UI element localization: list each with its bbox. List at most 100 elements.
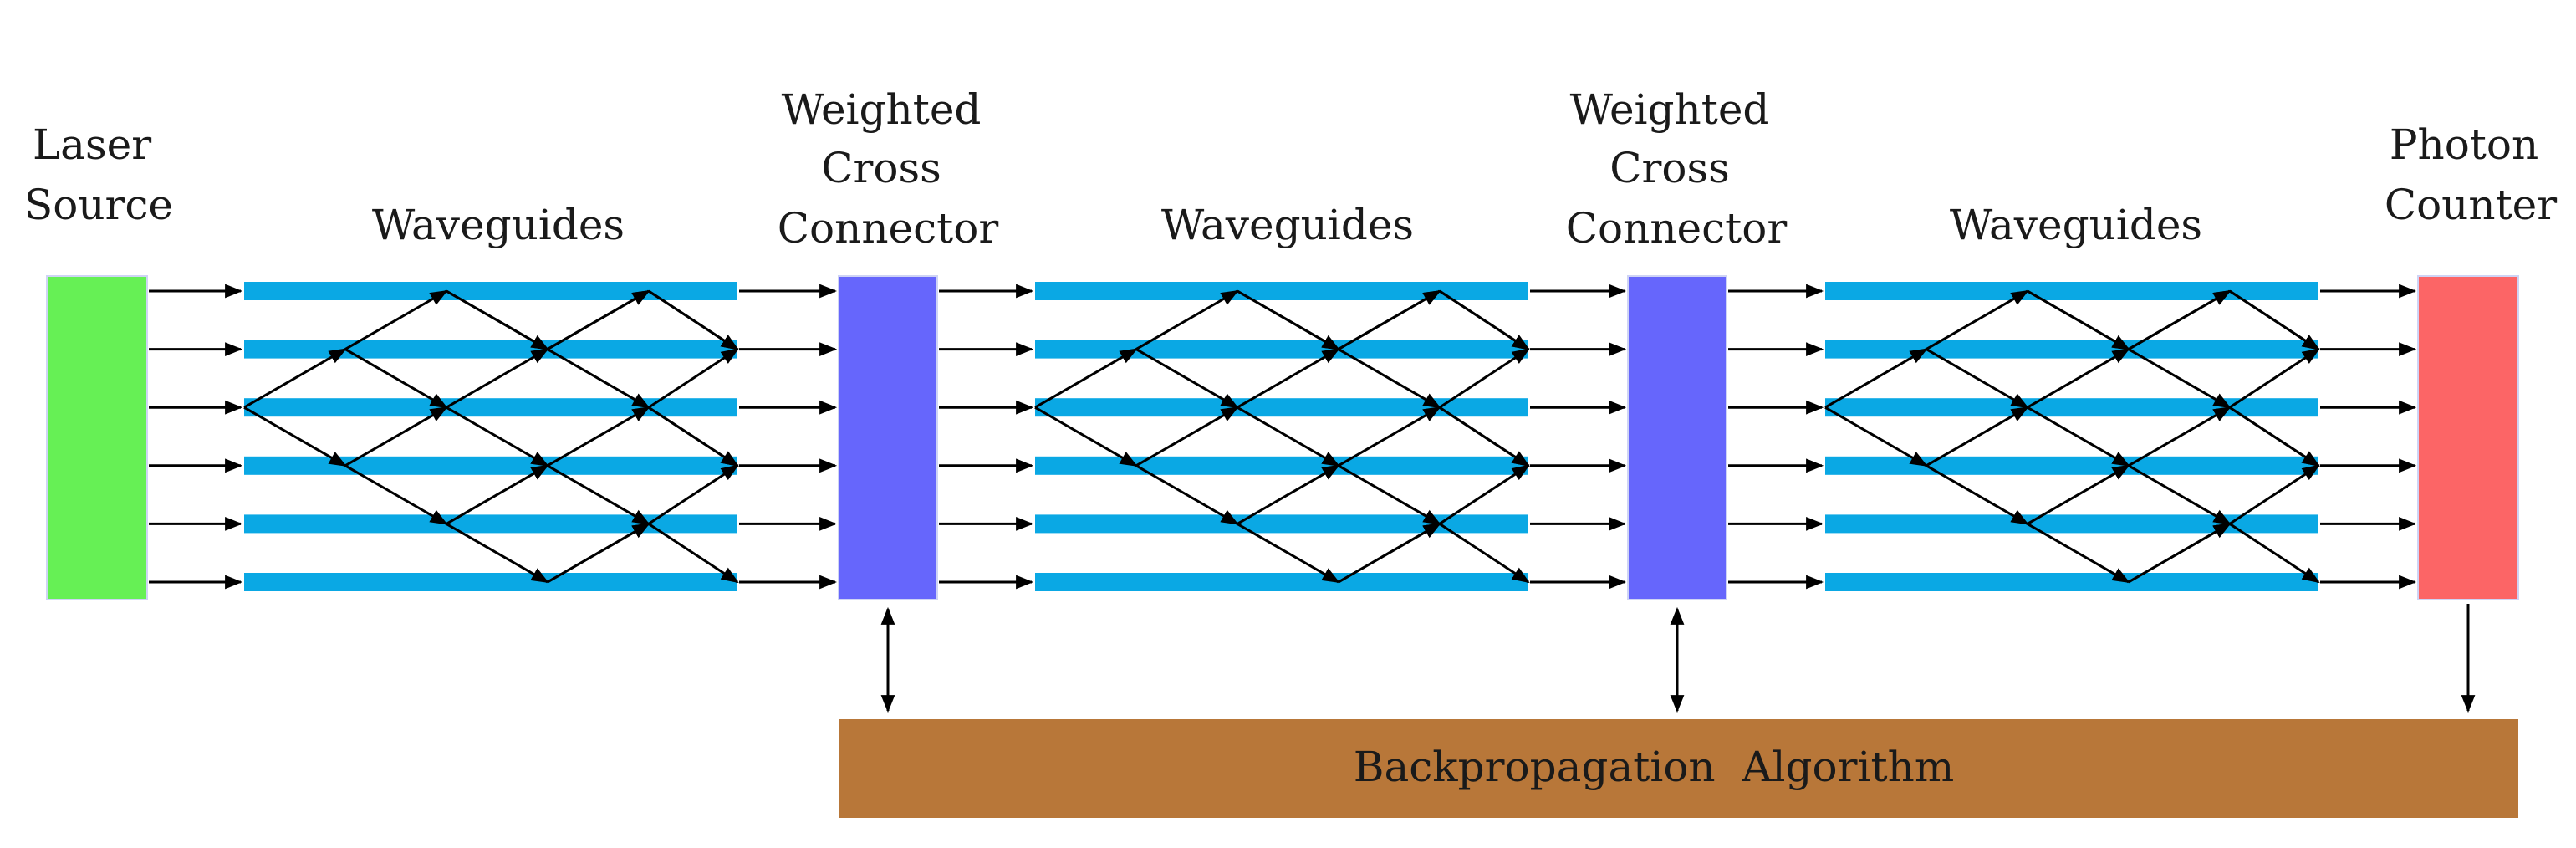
weighted-cross-connector-1 (838, 275, 938, 600)
waveguide-strip (244, 340, 737, 359)
waveguide-section-2 (1035, 282, 1528, 591)
waveguide-strip (1825, 456, 2318, 475)
waveguide-strip (1825, 340, 2318, 359)
weighted-cross-connector-label-1: Weighted Cross Connector (778, 85, 999, 253)
crossing-path-segment (2128, 289, 2232, 350)
crossing-path-segment (1438, 464, 1530, 525)
crossing-path-segment (647, 464, 739, 525)
crossing-path-segment (243, 406, 347, 467)
crossing-path-segment (1926, 348, 2029, 409)
crossing-path-segment (2128, 348, 2232, 409)
crossing-path-segment (1237, 289, 1340, 350)
crossing-path-segment (1135, 406, 1239, 467)
crossing-path-segment (344, 348, 448, 409)
laser-source (46, 275, 148, 600)
weighted-cross-connector-2 (1627, 275, 1727, 600)
crossing-path-segment (446, 289, 549, 350)
crossing-path-segment (2228, 348, 2320, 409)
crossing-path-segment (2027, 348, 2130, 409)
waveguides-label-1: Waveguides (372, 201, 625, 249)
crossing-path-segment (1135, 348, 1239, 409)
waveguide-strip (244, 456, 737, 475)
waveguides-label-2: Waveguides (1161, 201, 1414, 249)
waveguide-strip (244, 282, 737, 300)
waveguide-strip (244, 573, 737, 591)
crossing-path-segment (1926, 289, 2029, 350)
crossing-path-segment (1034, 406, 1138, 467)
crossing-path-segment (1926, 406, 2029, 467)
crossing-path-segment (1338, 348, 1441, 409)
waveguide-strip (1825, 398, 2318, 417)
crossing-path-segment (547, 348, 650, 409)
waveguide-strip (1035, 514, 1528, 534)
crossing-path-segment (547, 464, 650, 525)
photon-counter (2417, 275, 2519, 600)
crossing-path-segment (2027, 289, 2130, 350)
crossing-path-segment (1338, 523, 1441, 584)
photon-counter-label: Photon Counter (2385, 120, 2557, 229)
crossing-path-segment (1237, 348, 1340, 409)
crossing-path-segment (547, 523, 650, 584)
laser-source-label: Laser Source (24, 120, 173, 229)
crossing-path-segment (2228, 523, 2320, 584)
crossing-path-segment (647, 406, 739, 467)
crossing-path-segment (2128, 523, 2232, 584)
crossing-path-segment (344, 289, 448, 350)
weighted-cross-connector-label-2: Weighted Cross Connector (1566, 85, 1788, 253)
waveguide-strip (1035, 573, 1528, 591)
crossing-path-segment (1438, 406, 1530, 467)
crossing-path-segment (547, 289, 650, 350)
waveguide-strip (1825, 573, 2318, 591)
crossing-path-segment (647, 289, 739, 350)
crossing-path-segment (1926, 464, 2029, 525)
crossing-path-segment (1135, 464, 1239, 525)
backpropagation-algorithm-label: Backpropagation Algorithm (1354, 743, 1954, 791)
waveguide-strip (1035, 456, 1528, 475)
waveguide-strip (1035, 340, 1528, 359)
crossing-path-segment (2228, 406, 2320, 467)
crossing-path-segment (2128, 406, 2232, 467)
crossing-path-segment (1824, 348, 1928, 409)
crossing-path-segment (547, 406, 650, 467)
crossing-path-segment (1338, 289, 1441, 350)
crossing-path-segment (647, 348, 739, 409)
channel-arrows (149, 284, 2417, 590)
waveguide-crossing-paths (243, 289, 2320, 584)
crossing-path-segment (2228, 464, 2320, 525)
crossing-path-segment (243, 348, 347, 409)
crossing-path-segment (1237, 406, 1340, 467)
crossing-path-segment (344, 464, 448, 525)
waveguide-strip (1825, 514, 2318, 534)
crossing-path-segment (2228, 289, 2320, 350)
crossing-path-segment (446, 523, 549, 584)
crossing-path-segment (446, 406, 549, 467)
crossing-path-segment (1438, 348, 1530, 409)
crossing-path-segment (2027, 523, 2130, 584)
crossing-path-segment (1824, 406, 1928, 467)
waveguide-section-3 (1825, 282, 2318, 591)
crossing-path-segment (446, 464, 549, 525)
waveguide-strip (1035, 282, 1528, 300)
crossing-path-segment (2128, 464, 2232, 525)
crossing-path-segment (2027, 406, 2130, 467)
crossing-path-segment (446, 348, 549, 409)
waveguide-strip (1035, 398, 1528, 417)
waveguide-section-1 (244, 282, 737, 591)
waveguides-label-3: Waveguides (1950, 201, 2202, 249)
backpropagation-algorithm-block (839, 719, 2518, 818)
crossing-path-segment (1237, 523, 1340, 584)
crossing-path-segment (2027, 464, 2130, 525)
crossing-path-segment (1438, 289, 1530, 350)
waveguide-strip (244, 398, 737, 417)
crossing-path-segment (1438, 523, 1530, 584)
crossing-path-segment (1338, 406, 1441, 467)
waveguide-strip (1825, 282, 2318, 300)
crossing-path-segment (647, 523, 739, 584)
crossing-path-segment (1237, 464, 1340, 525)
crossing-path-segment (1034, 348, 1138, 409)
waveguide-strip (244, 514, 737, 534)
crossing-path-segment (1338, 464, 1441, 525)
crossing-path-segment (344, 406, 448, 467)
crossing-path-segment (1135, 289, 1239, 350)
